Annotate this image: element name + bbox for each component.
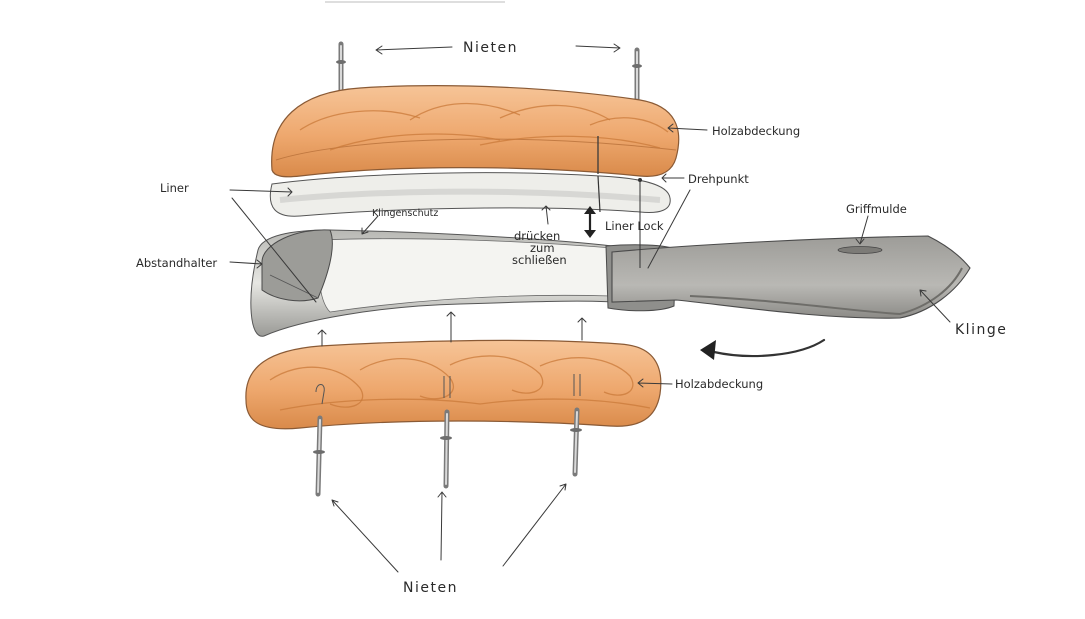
rivet-top-right: [632, 50, 642, 100]
label-klingenschutz: Klingenschutz: [372, 208, 438, 219]
label-nieten-top: Nieten: [463, 40, 518, 56]
liner-plate: [270, 173, 670, 217]
label-griffmulde: Griffmulde: [846, 202, 907, 216]
label-liner-lock: Liner Lock: [605, 219, 664, 233]
label-nieten-bottom: Nieten: [403, 580, 458, 596]
rotation-arrow: [700, 340, 824, 360]
label-liner: Liner: [160, 181, 189, 195]
top-wood-cover: [272, 86, 679, 177]
label-druecken-3: schließen: [512, 253, 567, 267]
rivet-top-left: [336, 44, 346, 96]
label-klinge: Klinge: [955, 322, 1007, 338]
label-abstandhalter: Abstandhalter: [136, 256, 217, 270]
label-drehpunkt: Drehpunkt: [688, 172, 749, 186]
label-holzabdeckung-bottom: Holzabdeckung: [675, 377, 763, 391]
griffmulde-notch: [838, 247, 882, 254]
label-holzabdeckung-top: Holzabdeckung: [712, 124, 800, 138]
bottom-wood-cover: [246, 340, 661, 428]
